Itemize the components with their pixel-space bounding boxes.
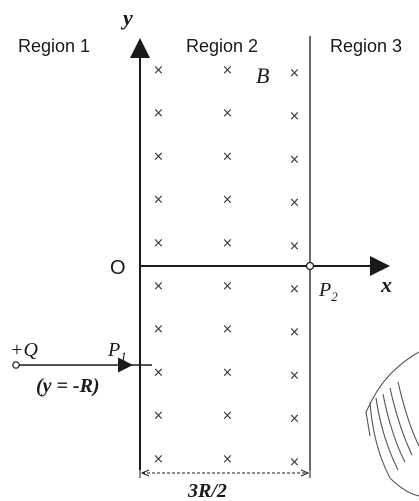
field-cross-mark: ×	[153, 365, 164, 380]
corner-sketch	[365, 351, 419, 497]
field-cross-mark: ×	[222, 452, 233, 467]
field-cross-mark: ×	[153, 149, 164, 164]
field-cross-mark: ×	[289, 282, 300, 297]
field-cross-mark: ×	[153, 279, 164, 294]
field-cross-mark: ×	[153, 322, 164, 337]
field-cross-mark: ×	[222, 279, 233, 294]
field-cross-mark: ×	[222, 365, 233, 380]
field-label-b: B	[256, 63, 269, 88]
magnetic-field-marks: × × × × × × × × × × × × × × × × × × × × × × × × × × × × × ×	[153, 63, 300, 470]
field-cross-mark: ×	[222, 63, 233, 78]
region-3-label: Region 3	[330, 36, 402, 56]
point-p2-label: P2	[318, 279, 338, 304]
field-cross-mark: ×	[289, 152, 300, 167]
field-cross-mark: ×	[222, 193, 233, 208]
region-2-label: Region 2	[186, 36, 258, 56]
field-cross-mark: ×	[153, 236, 164, 251]
field-cross-mark: ×	[289, 412, 300, 427]
charge-particle	[12, 361, 20, 369]
field-cross-mark: ×	[153, 409, 164, 424]
field-cross-mark: ×	[153, 63, 164, 78]
field-cross-mark: ×	[222, 322, 233, 337]
field-cross-mark: ×	[289, 368, 300, 383]
x-axis-label: x	[380, 272, 392, 297]
charge-position-label: (y = -R)	[36, 375, 100, 397]
y-axis-label: y	[120, 5, 133, 30]
point-p1-label: P1	[107, 339, 127, 364]
field-cross-mark: ×	[222, 236, 233, 251]
point-p2	[305, 261, 315, 271]
field-cross-mark: ×	[289, 109, 300, 124]
field-cross-mark: ×	[289, 239, 300, 254]
charge-label: +Q	[10, 339, 38, 361]
field-cross-mark: ×	[289, 66, 300, 81]
field-cross-mark: ×	[289, 196, 300, 211]
field-cross-mark: ×	[222, 106, 233, 121]
field-cross-mark: ×	[153, 193, 164, 208]
field-cross-mark: ×	[289, 455, 300, 470]
width-label: 3R/2	[187, 480, 227, 501]
field-cross-mark: ×	[289, 325, 300, 340]
field-cross-mark: ×	[222, 149, 233, 164]
field-cross-mark: ×	[222, 409, 233, 424]
origin-label: O	[110, 257, 126, 279]
region-1-label: Region 1	[18, 36, 90, 56]
field-cross-mark: ×	[153, 106, 164, 121]
field-cross-mark: ×	[153, 452, 164, 467]
